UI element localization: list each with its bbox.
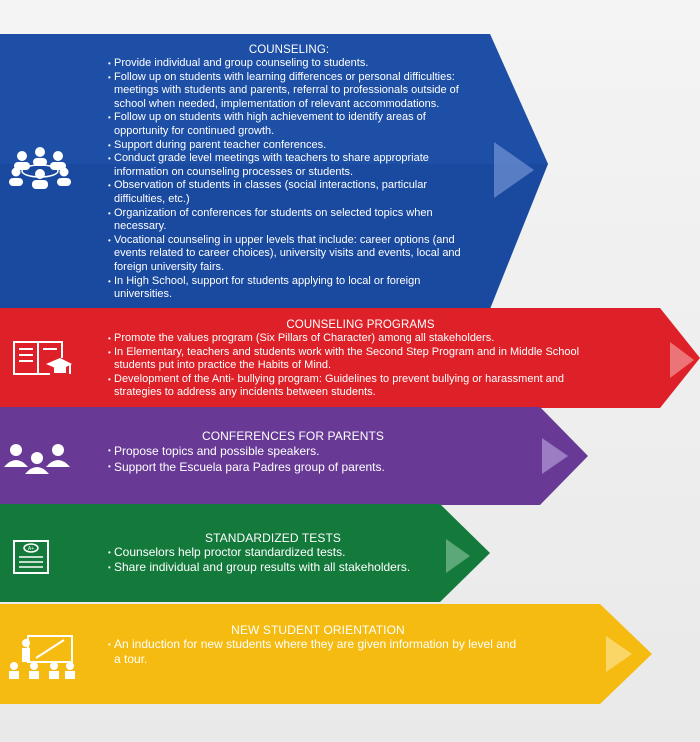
section-title: COUNSELING PROGRAMS bbox=[286, 319, 435, 331]
list-item: Vocational counseling in upper levels th… bbox=[108, 234, 470, 275]
test-paper-icon: A+ bbox=[12, 539, 50, 575]
list-item: In High School, support for students app… bbox=[108, 275, 470, 302]
section-title: NEW STUDENT ORIENTATION bbox=[231, 623, 405, 637]
play-arrow-icon bbox=[494, 142, 534, 198]
classroom-presentation-icon bbox=[6, 634, 76, 680]
section-title: COUNSELING: bbox=[248, 44, 330, 56]
list-item: Support during parent teacher conference… bbox=[108, 139, 470, 153]
new-student-orientation-banner: NEW STUDENT ORIENTATION An induction for… bbox=[0, 604, 660, 704]
standardized-tests-content: STANDARDIZED TESTS Counselors help proct… bbox=[108, 531, 438, 576]
list-item: Support the Escuela para Padres group of… bbox=[108, 459, 478, 475]
list-item: Observation of students in classes (soci… bbox=[108, 179, 470, 206]
counseling-programs-list: Promote the values program (Six Pillars … bbox=[108, 332, 613, 400]
play-arrow-icon bbox=[670, 342, 694, 378]
book-graduation-icon bbox=[10, 336, 72, 382]
list-item: Provide individual and group counseling … bbox=[108, 57, 470, 71]
counseling-list: Provide individual and group counseling … bbox=[108, 57, 470, 302]
list-item: Follow up on students with high achievem… bbox=[108, 111, 470, 138]
new-student-orientation-list: An induction for new students where they… bbox=[108, 637, 528, 667]
group-meeting-icon bbox=[8, 146, 72, 190]
conferences-for-parents-list: Propose topics and possible speakers. Su… bbox=[108, 443, 478, 475]
list-item: Counselors help proctor standardized tes… bbox=[108, 545, 438, 560]
list-item: Share individual and group results with … bbox=[108, 560, 438, 575]
conferences-for-parents-banner: CONFERENCES FOR PARENTS Propose topics a… bbox=[0, 407, 600, 505]
new-student-orientation-content: NEW STUDENT ORIENTATION An induction for… bbox=[108, 624, 528, 667]
standardized-tests-banner: A+ STANDARDIZED TESTS Counselors help pr… bbox=[0, 504, 500, 602]
list-item: Organization of conferences for students… bbox=[108, 207, 470, 234]
counseling-content: COUNSELING: Provide individual and group… bbox=[108, 44, 470, 302]
counseling-banner: COUNSELING: Provide individual and group… bbox=[0, 34, 560, 309]
list-item: In Elementary, teachers and students wor… bbox=[108, 346, 613, 373]
section-title: STANDARDIZED TESTS bbox=[204, 531, 342, 545]
standardized-tests-list: Counselors help proctor standardized tes… bbox=[108, 545, 438, 575]
svg-text:A+: A+ bbox=[28, 546, 34, 552]
list-item: Development of the Anti- bullying progra… bbox=[108, 373, 613, 400]
parents-group-icon bbox=[2, 443, 72, 475]
section-title: CONFERENCES FOR PARENTS bbox=[201, 429, 385, 443]
list-item: Propose topics and possible speakers. bbox=[108, 443, 478, 459]
conferences-for-parents-content: CONFERENCES FOR PARENTS Propose topics a… bbox=[108, 429, 478, 476]
play-arrow-icon bbox=[606, 636, 632, 672]
counseling-programs-banner: COUNSELING PROGRAMS Promote the values p… bbox=[0, 308, 700, 408]
list-item: Follow up on students with learning diff… bbox=[108, 71, 470, 112]
list-item: An induction for new students where they… bbox=[108, 637, 528, 667]
play-arrow-icon bbox=[446, 539, 470, 573]
list-item: Conduct grade level meetings with teache… bbox=[108, 152, 470, 179]
counseling-programs-content: COUNSELING PROGRAMS Promote the values p… bbox=[108, 319, 613, 400]
play-arrow-icon bbox=[542, 438, 568, 474]
list-item: Promote the values program (Six Pillars … bbox=[108, 332, 613, 346]
